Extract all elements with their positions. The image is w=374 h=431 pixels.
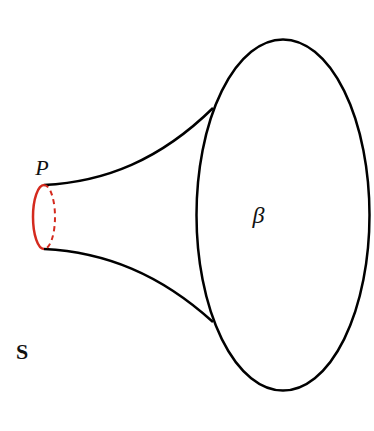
surface-disk: β [195,38,371,392]
boundary-circle-hidden [44,185,55,249]
disk-ellipse [197,40,370,391]
surface-edge [44,249,213,322]
boundary-circle [33,185,44,249]
point-label: P [35,157,48,179]
surface-label: S [16,341,28,363]
surface-edge [44,108,213,185]
region-label: β [252,203,264,227]
disk-outline [195,38,371,392]
